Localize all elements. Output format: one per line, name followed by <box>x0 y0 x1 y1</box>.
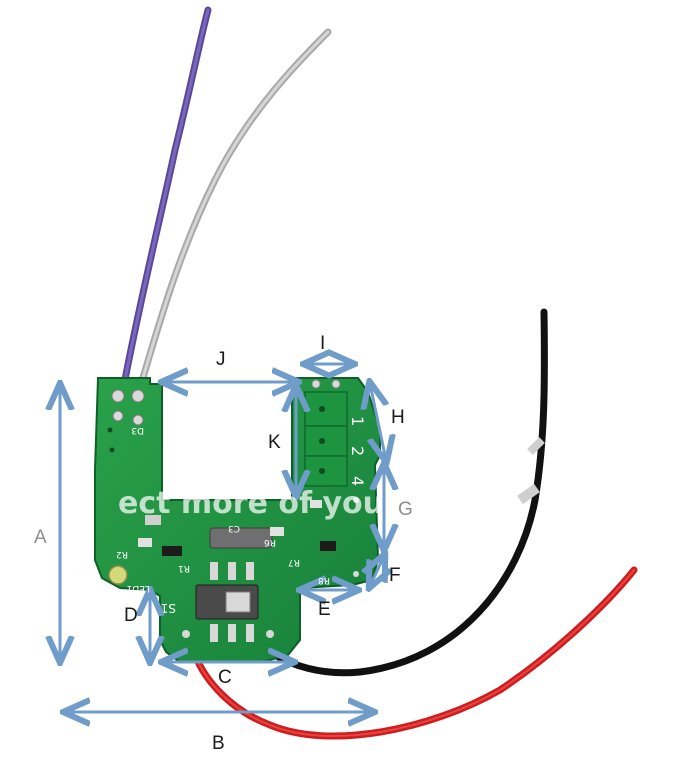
label-h: H <box>391 407 405 428</box>
label-i: I <box>320 333 326 354</box>
purple-wire <box>120 6 212 389</box>
arrow-f <box>370 556 384 586</box>
label-a: A <box>34 527 47 548</box>
terminal-2-label: 2 <box>348 446 367 456</box>
d3-label: D3 <box>131 425 144 435</box>
led-label: LED1 <box>127 583 150 593</box>
label-b: B <box>212 733 225 754</box>
r2-label: R2 <box>116 549 128 559</box>
r6-label: R6 <box>264 537 276 547</box>
black-wire <box>271 308 548 677</box>
label-f: F <box>389 565 401 586</box>
terminal-1-label: 1 <box>348 416 367 426</box>
label-k: K <box>268 432 281 453</box>
r7-label: R7 <box>288 557 300 567</box>
label-c: C <box>218 667 232 688</box>
r1-label: R1 <box>178 563 190 573</box>
switch-label: S1 <box>161 601 176 615</box>
label-e: E <box>318 599 331 620</box>
grey-wire <box>136 28 332 392</box>
arrow-h <box>370 384 386 460</box>
silkscreen: 1 2 4 S1 LED1 R1 R2 R6 R7 R8 C3 D3 <box>116 416 367 615</box>
terminal-4-label: 4 <box>348 476 367 486</box>
label-g: G <box>398 499 413 520</box>
label-j: J <box>216 349 226 370</box>
c3-label: C3 <box>228 523 240 533</box>
r8-label: R8 <box>318 575 330 585</box>
label-d: D <box>124 605 138 626</box>
dimension-arrows <box>60 364 386 712</box>
watermark-text: ect more of your <box>118 486 399 521</box>
